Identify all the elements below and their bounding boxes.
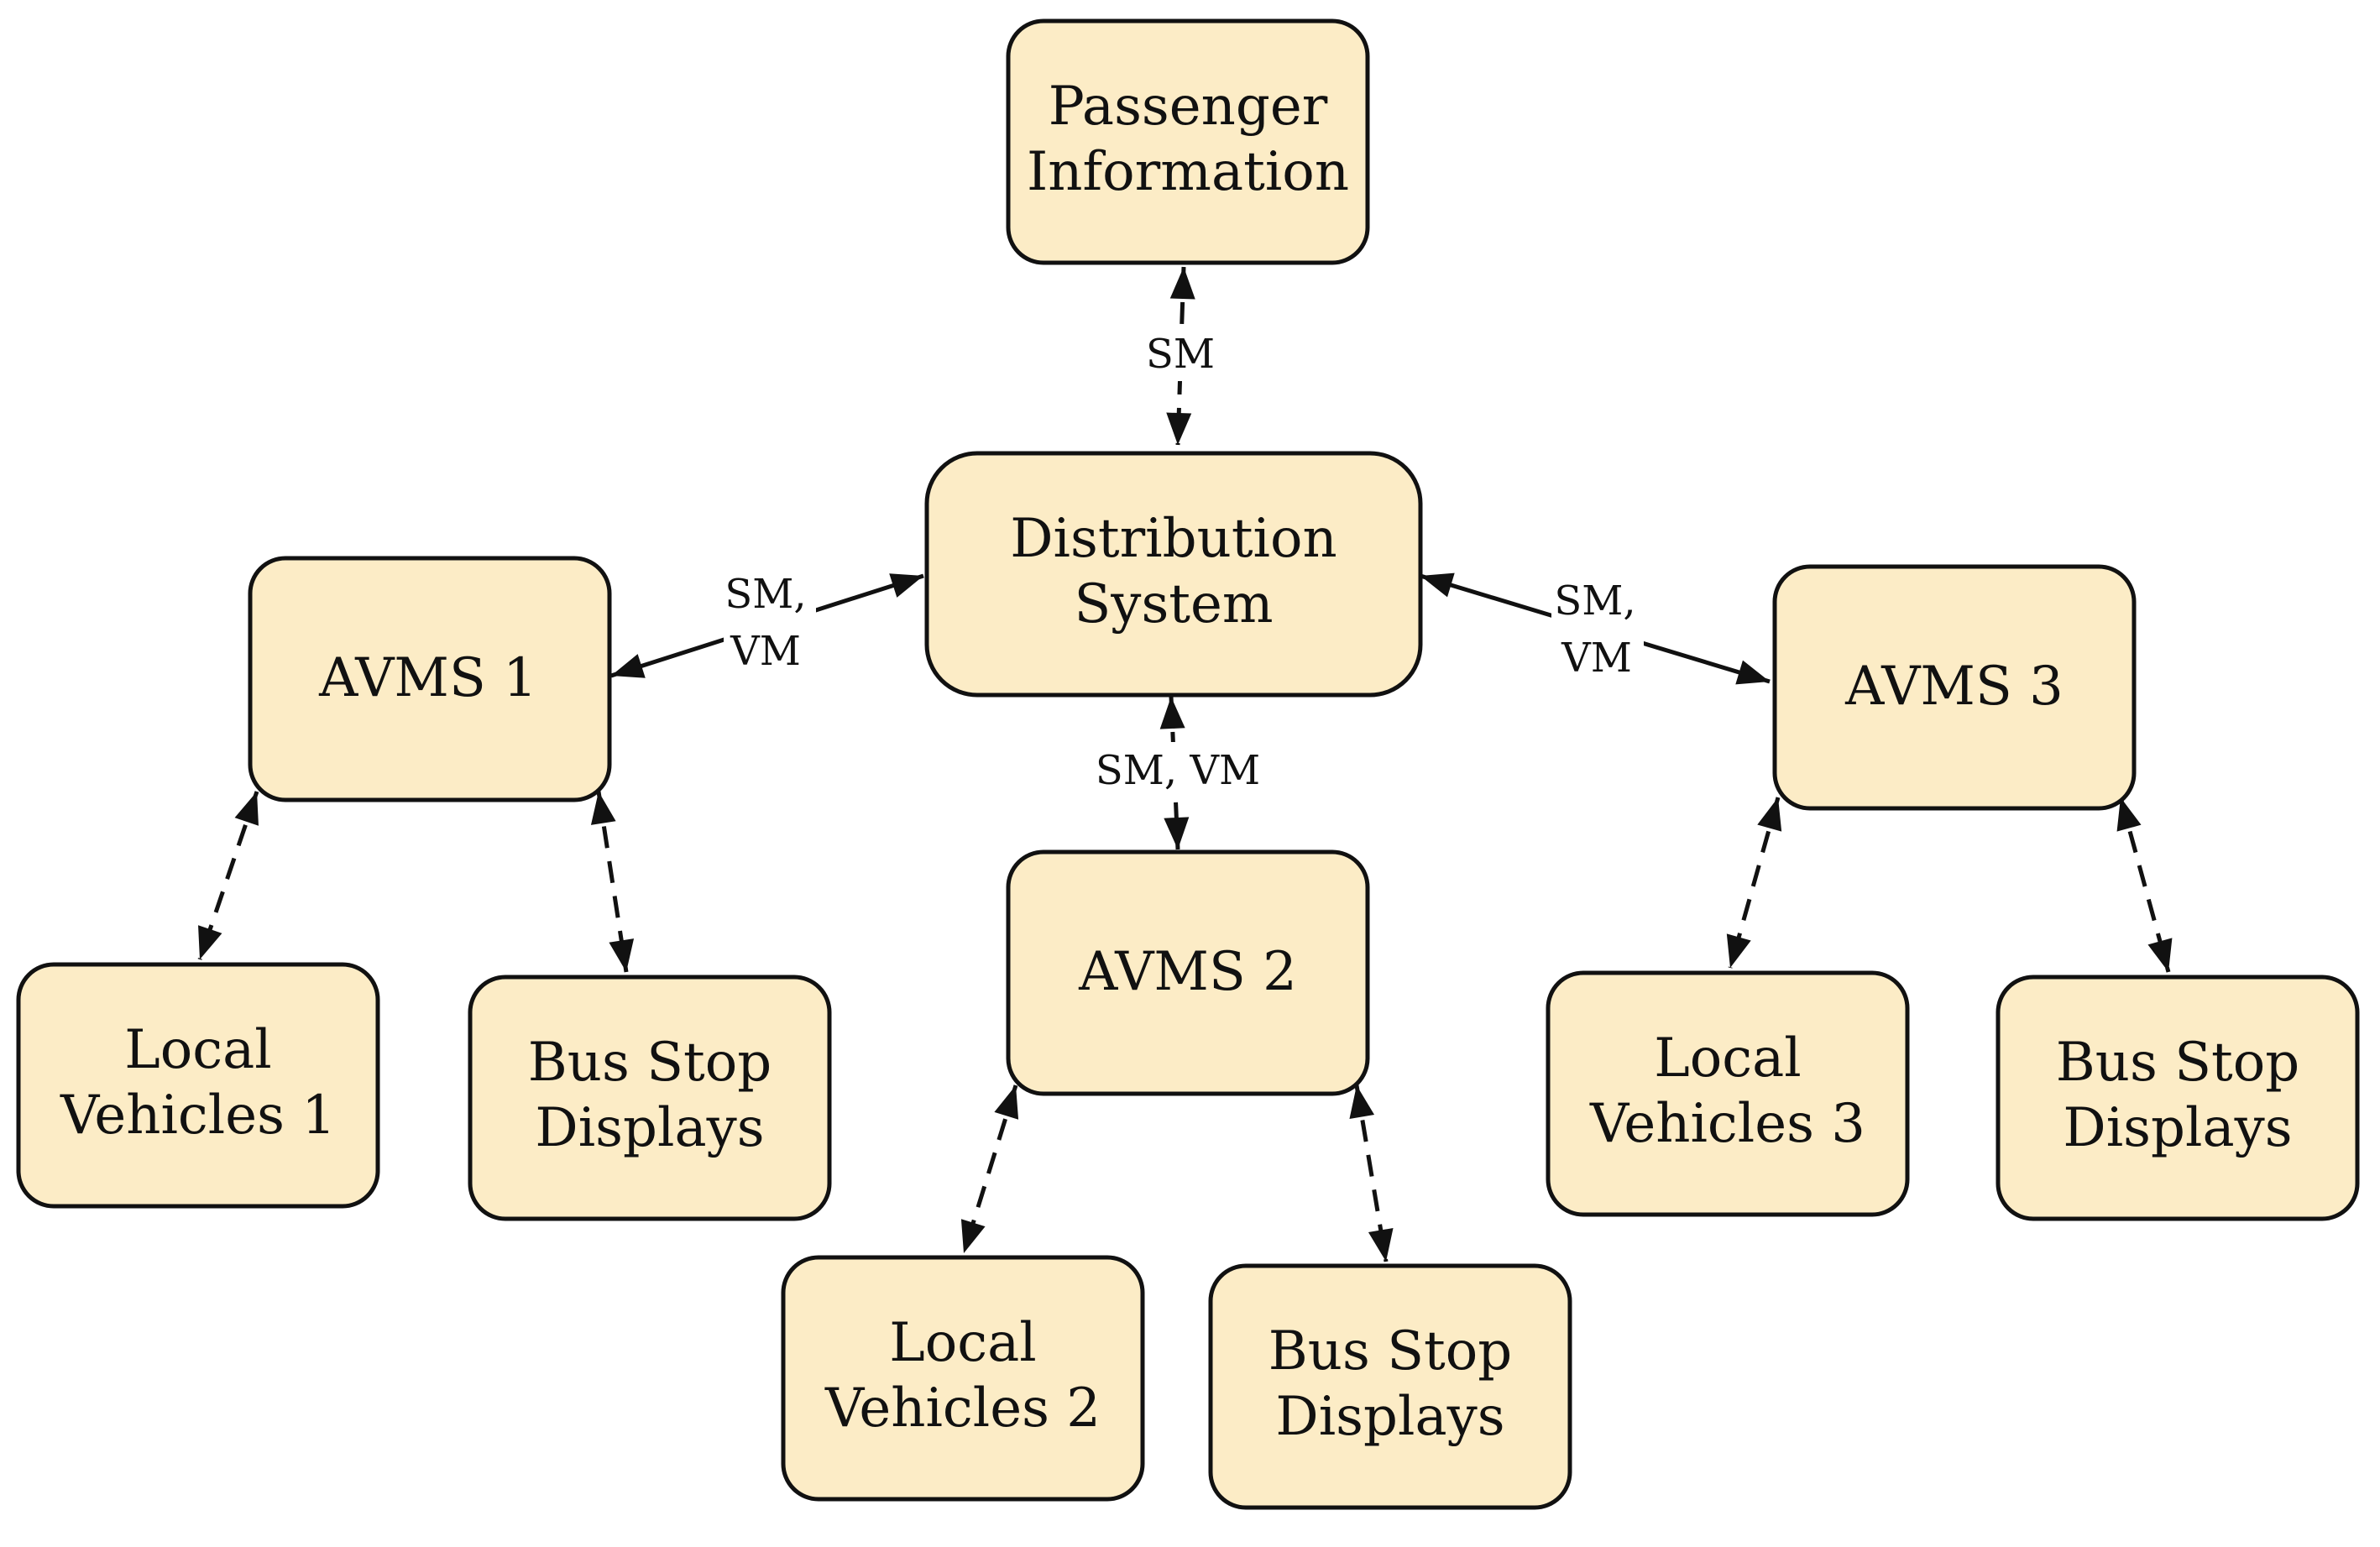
arrowhead	[1735, 660, 1770, 685]
node-label: Vehicles 1	[60, 1084, 336, 1147]
edge-label-text: SM	[1146, 331, 1215, 378]
arrowhead	[1420, 572, 1455, 598]
node-distribution-system: Distribution System	[924, 451, 1423, 698]
arrowhead	[198, 925, 222, 959]
node-label: Bus Stop	[528, 1032, 772, 1094]
node-avms-2: AVMS 2	[1006, 849, 1370, 1096]
arrowhead	[611, 654, 646, 678]
node-label: Information	[1027, 141, 1349, 203]
node-label: Displays	[535, 1097, 764, 1159]
node-label: Vehicles 2	[824, 1377, 1101, 1440]
edge-label-sm-vm-center: SM, VM	[1093, 742, 1264, 797]
node-label: Bus Stop	[2056, 1032, 2300, 1094]
edge-label-sm-vm-right: SM, VM	[1551, 572, 1644, 685]
node-local-vehicles-3: Local Vehicles 3	[1546, 970, 1910, 1217]
arrowheads	[198, 267, 2173, 1262]
arrowhead	[1169, 267, 1195, 300]
edge-label-text: SM, VM	[1096, 747, 1260, 794]
arrowhead	[1368, 1228, 1394, 1262]
arrowhead	[1159, 697, 1185, 729]
node-label: Local	[889, 1312, 1037, 1374]
edge-label-text: SM,	[724, 571, 806, 618]
node-avms-3: AVMS 3	[1772, 564, 2137, 811]
arrowhead	[1757, 797, 1782, 832]
node-avms-1: AVMS 1	[248, 556, 612, 802]
node-label: Displays	[2063, 1097, 2292, 1159]
node-label: Bus Stop	[1268, 1320, 1513, 1382]
arrowhead	[2116, 797, 2142, 832]
arrowhead	[960, 1219, 986, 1253]
node-label: AVMS 3	[1844, 656, 2064, 718]
arrowhead	[2147, 938, 2173, 972]
edge-label-text: VM	[730, 628, 801, 675]
arrowhead	[1726, 933, 1751, 968]
node-local-vehicles-2: Local Vehicles 2	[781, 1255, 1145, 1502]
arrowhead	[590, 792, 616, 825]
node-bus-stop-displays-2: Bus Stop Displays	[1208, 1263, 1572, 1510]
node-label: Vehicles 3	[1589, 1093, 1865, 1155]
edge-label-sm-vm-left: SM, VM	[724, 566, 816, 678]
node-label: Local	[124, 1019, 272, 1081]
edge-label-text: SM,	[1554, 578, 1635, 625]
arrowhead	[1349, 1085, 1375, 1119]
node-label: Local	[1654, 1027, 1802, 1090]
node-bus-stop-displays-1: Bus Stop Displays	[468, 975, 832, 1221]
node-bus-stop-displays-3: Bus Stop Displays	[1996, 975, 2360, 1221]
node-label: Distribution	[1010, 508, 1337, 570]
node-local-vehicles-1: Local Vehicles 1	[16, 962, 380, 1209]
arrowhead	[234, 792, 259, 826]
node-passenger-information: Passenger Information	[1006, 18, 1370, 265]
node-label: AVMS 1	[318, 647, 537, 709]
arrowhead	[1166, 412, 1192, 445]
node-label: Passenger	[1049, 76, 1328, 138]
arrowhead	[889, 573, 923, 598]
node-label: Displays	[1275, 1386, 1504, 1448]
arrowhead	[994, 1085, 1019, 1120]
node-label: AVMS 2	[1078, 941, 1297, 1003]
arrowhead	[609, 938, 635, 972]
edge-label-text: VM	[1561, 635, 1632, 682]
node-label: System	[1074, 573, 1273, 635]
edge-label-sm: SM	[1146, 326, 1215, 381]
arrowhead	[1164, 817, 1190, 849]
